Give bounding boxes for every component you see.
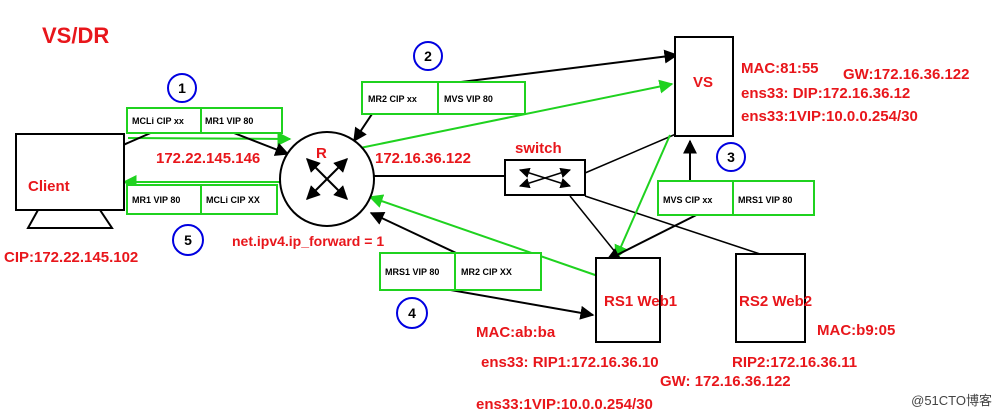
router-left-ip-label: 172.22.145.146	[156, 150, 260, 167]
switch-rs2-link	[584, 195, 761, 255]
rs1-rip-label: ens33: RIP1:172.16.36.10	[481, 354, 659, 371]
packet-1-right: MR1 VIP 80	[205, 116, 253, 126]
ip-forward-label: net.ipv4.ip_forward = 1	[232, 233, 384, 249]
rs1-server: RS1 Web1	[595, 257, 677, 343]
vs-vip-label: ens33:1VIP:10.0.0.254/30	[741, 108, 918, 125]
packet-box-5: MR1 VIP 80 MCLi CIP XX	[126, 184, 278, 215]
flow-arrow-rs1-to-router	[368, 194, 599, 277]
router: R	[279, 131, 375, 227]
step-circle-1: 1	[167, 73, 197, 103]
packet-2-left: MR2 CIP xx	[368, 94, 417, 104]
packet-box-2: MR2 CIP xx MVS VIP 80	[361, 81, 526, 115]
rs-gw-label: GW: 172.16.36.122	[660, 373, 791, 390]
packet-5-right: MCLi CIP XX	[206, 195, 260, 205]
packet-4-left: MRS1 VIP 80	[385, 267, 439, 277]
vs-label: VS	[693, 74, 713, 91]
switch: switch	[504, 140, 586, 196]
switch-rs1-link	[569, 195, 621, 259]
flow-arrow-router-to-vs	[359, 79, 674, 149]
watermark: @51CTO博客	[911, 393, 992, 408]
step-3-label: 3	[727, 149, 735, 165]
packet-3-left: MVS CIP xx	[663, 195, 712, 205]
packet-box-3: MVS CIP xx MRS1 VIP 80	[657, 180, 815, 216]
packet-4-right: MR2 CIP XX	[461, 267, 512, 277]
step-1-label: 1	[178, 80, 186, 96]
rs1-mac-label: MAC:ab:ba	[476, 324, 556, 341]
step-4-label: 4	[408, 305, 416, 321]
packet-5-left: MR1 VIP 80	[132, 195, 180, 205]
step-circle-5: 5	[172, 224, 204, 256]
rs1-vip-label: ens33:1VIP:10.0.0.254/30	[476, 396, 653, 413]
rs2-label: RS2 Web2	[739, 293, 812, 310]
flow-arrow-vs-to-rs1	[614, 134, 671, 260]
step-2-label: 2	[424, 48, 432, 64]
flow-arrow-client-to-router	[127, 131, 292, 146]
step-circle-3: 3	[716, 142, 746, 172]
vs-mac-label: MAC:81:55	[741, 60, 819, 77]
step-circle-4: 4	[396, 297, 428, 329]
router-right-ip-label: 172.16.36.122	[375, 150, 471, 167]
packet-1-left: MCLi CIP xx	[132, 116, 184, 126]
rs2-server: RS2 Web2	[735, 253, 812, 343]
packet-box-1: MCLi CIP xx MR1 VIP 80	[126, 107, 283, 134]
vs-dip-label: ens33: DIP:172.16.36.12	[741, 85, 910, 102]
diagram-title: VS/DR	[42, 23, 109, 48]
vs-server: VS	[674, 36, 734, 137]
step-circle-2: 2	[413, 41, 443, 71]
client-computer: Client	[15, 133, 125, 229]
rs2-rip-label: RIP2:172.16.36.11	[732, 354, 857, 371]
router-label: R	[316, 145, 327, 162]
vs-gw-label: GW:172.16.36.122	[843, 66, 969, 83]
arrow-mvs-to-vs	[444, 49, 679, 85]
packet-box-4: MRS1 VIP 80 MR2 CIP XX	[379, 252, 542, 291]
client-label: Client	[28, 178, 70, 195]
rs1-label: RS1 Web1	[604, 293, 677, 310]
client-cip-label: CIP:172.22.145.102	[4, 249, 138, 266]
packet-3-right: MRS1 VIP 80	[738, 195, 792, 205]
rs2-mac-label: MAC:b9:05	[817, 322, 895, 339]
packet-2-right: MVS VIP 80	[444, 94, 493, 104]
switch-vs-link	[584, 127, 691, 174]
step-5-label: 5	[184, 232, 192, 248]
switch-label: switch	[515, 140, 562, 157]
